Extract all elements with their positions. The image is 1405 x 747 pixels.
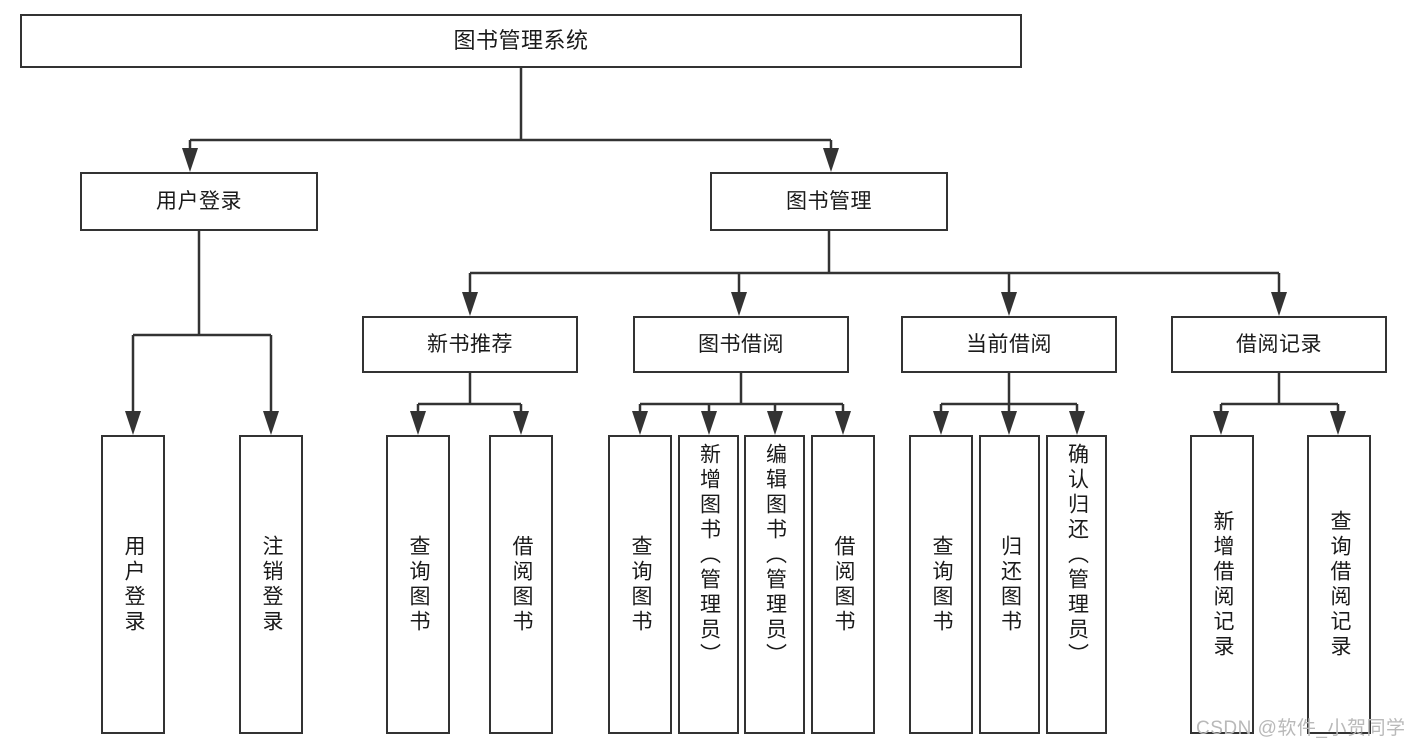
node-label: 编辑图书（管理员）: [763, 443, 787, 668]
node-label: 新增借阅记录: [1211, 509, 1235, 660]
leaf-edit-book-admin[interactable]: 编辑图书（管理员）: [744, 435, 805, 734]
leaf-return-book[interactable]: 归还图书: [979, 435, 1040, 734]
node-current-borrow[interactable]: 当前借阅: [901, 316, 1117, 373]
node-label: 新书推荐: [427, 332, 513, 356]
leaf-add-book-admin[interactable]: 新增图书（管理员）: [678, 435, 739, 734]
node-user-login[interactable]: 用户登录: [80, 172, 318, 231]
node-label: 新增图书（管理员）: [697, 443, 721, 668]
node-label: 注销登录: [260, 534, 284, 635]
node-label: 借阅图书: [510, 534, 534, 635]
leaf-search-book-recommend[interactable]: 查询图书: [386, 435, 450, 734]
node-book-borrow[interactable]: 图书借阅: [633, 316, 849, 373]
node-label: 用户登录: [156, 189, 242, 213]
leaf-add-borrow-record[interactable]: 新增借阅记录: [1190, 435, 1254, 734]
node-new-book-recommend[interactable]: 新书推荐: [362, 316, 578, 373]
node-label: 图书借阅: [698, 332, 784, 356]
node-book-management[interactable]: 图书管理: [710, 172, 948, 231]
leaf-search-borrow-record[interactable]: 查询借阅记录: [1307, 435, 1371, 734]
node-label: 查询借阅记录: [1328, 509, 1352, 660]
node-label: 借阅图书: [832, 534, 856, 635]
node-label: 确认归还（管理员）: [1065, 443, 1089, 668]
watermark-csdn: CSDN @软件_小贺同学: [1196, 718, 1405, 739]
leaf-search-book-current[interactable]: 查询图书: [909, 435, 973, 734]
node-label: 查询图书: [629, 534, 653, 635]
node-label: 查询图书: [930, 534, 954, 635]
leaf-borrow-book[interactable]: 借阅图书: [811, 435, 875, 734]
leaf-logout[interactable]: 注销登录: [239, 435, 303, 734]
node-borrow-record[interactable]: 借阅记录: [1171, 316, 1387, 373]
node-label: 图书管理: [786, 189, 872, 213]
node-label: 用户登录: [122, 534, 146, 635]
node-label: 归还图书: [998, 534, 1022, 635]
node-label: 图书管理系统: [453, 27, 589, 53]
leaf-user-login[interactable]: 用户登录: [101, 435, 165, 734]
leaf-borrow-book-recommend[interactable]: 借阅图书: [489, 435, 553, 734]
node-label: 当前借阅: [966, 332, 1052, 356]
node-root-system[interactable]: 图书管理系统: [20, 14, 1022, 68]
node-label: 借阅记录: [1236, 332, 1322, 356]
leaf-search-book-borrow[interactable]: 查询图书: [608, 435, 672, 734]
leaf-confirm-return-admin[interactable]: 确认归还（管理员）: [1046, 435, 1107, 734]
node-label: 查询图书: [407, 534, 431, 635]
